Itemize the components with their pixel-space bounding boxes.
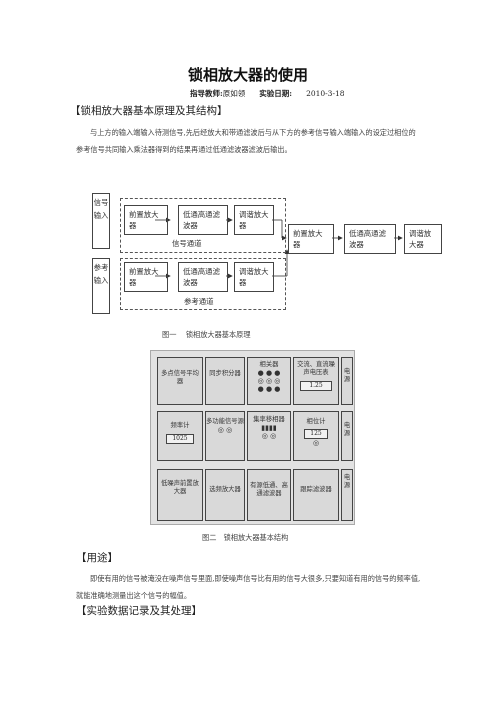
- knob-icon: ● ● ●◎ ◎ ◎● ● ●: [257, 369, 281, 393]
- instrument-panel-image: 多点信号平均器 同步积分器 相关器 ● ● ●◎ ◎ ◎● ● ● 交流、直流噪…: [150, 350, 355, 525]
- section-heading-data: 【实验数据记录及其处理】: [76, 605, 202, 617]
- correlator-label: 相关器: [259, 361, 279, 368]
- section-paragraph-usage: 即使有用的信号被淹没在噪声信号里面,即使噪声信号比有用的信号大很多,只要知道有用…: [76, 574, 421, 600]
- switch-icon: ▮▮▮▮◎ ◎: [261, 424, 277, 440]
- frequency-meter-label: 频率计: [170, 422, 190, 429]
- signal-input-box: 信号输入: [92, 193, 110, 249]
- reference-input-box: 参考输入: [92, 258, 110, 314]
- figure-2-caption: 图二 锁相放大器基本结构: [202, 533, 289, 542]
- meta-line: 指导教师:原如领 实验日期: 2010-3-18: [190, 88, 345, 99]
- section-paragraph-principle: 与上方的输入端输入待测信号,先后经放大和带通滤波后与从下方的参考信号输入端输入的…: [76, 128, 416, 154]
- phase-meter-label: 相位计: [306, 418, 326, 425]
- post-filter-box: 低通高通滤波器: [344, 224, 396, 254]
- reference-filter-box: 低通高通滤波器: [178, 262, 228, 292]
- noise-voltmeter: 交流、直流噪声电压表 1.25: [293, 357, 339, 405]
- power-label-row2: 电源: [341, 411, 353, 461]
- phase-shifter: 集率移相器 ▮▮▮▮◎ ◎: [247, 411, 291, 461]
- noise-voltmeter-label: 交流、直流噪声电压表: [297, 361, 335, 376]
- section-heading-usage: 【用途】: [76, 552, 118, 564]
- tracking-filter: 跟踪滤波器: [293, 469, 339, 521]
- block-diagram: 信号输入 前置放大器 低通高通滤波器 调谐放大器 信号通道 参考输入 前置放大器…: [92, 188, 442, 318]
- multifunction-source-label: 多功能信号源: [206, 418, 244, 425]
- figure-1-caption: 图一 锁相放大器基本原理: [162, 330, 251, 339]
- phase-meter-display: 125: [304, 429, 328, 439]
- signal-channel-region: [120, 198, 286, 253]
- knob-icon: ◎ ◎: [217, 426, 233, 434]
- reference-tuned-amp-box: 调谐放大器: [234, 262, 274, 292]
- reference-channel-label: 参考通道: [184, 297, 214, 306]
- correlator: 相关器 ● ● ●◎ ◎ ◎● ● ●: [247, 357, 291, 405]
- signal-preamp-box: 前置放大器: [124, 205, 168, 235]
- sync-integrator: 同步积分器: [205, 357, 245, 405]
- date-label: 实验日期:: [259, 89, 293, 98]
- noise-voltmeter-display: 1.25: [300, 381, 332, 391]
- signal-channel-label: 信号通道: [172, 239, 202, 248]
- selective-amplifier: 选频放大器: [205, 469, 245, 521]
- power-label-row1: 电源: [341, 357, 353, 405]
- signal-tuned-amp-box: 调谐放大器: [234, 205, 274, 235]
- post-preamp-box: 前置放大器: [288, 224, 334, 254]
- signal-filter-box: 低通高通滤波器: [178, 205, 228, 235]
- instructor-label: 指导教师:: [190, 89, 223, 98]
- page-title: 锁相放大器的使用: [187, 66, 308, 84]
- post-tuned-amp-box: 调谐放大器: [404, 224, 442, 254]
- frequency-meter-display: 1025: [166, 434, 194, 444]
- frequency-meter: 频率计 1025: [157, 411, 203, 461]
- date-value: 2010-3-18: [306, 89, 345, 98]
- multipoint-averager: 多点信号平均器: [157, 357, 203, 405]
- section-heading-principle: 【锁相放大器基本原理及其结构】: [70, 105, 228, 117]
- knob-icon: ◎: [312, 439, 320, 447]
- phase-shifter-label: 集率移相器: [253, 416, 285, 423]
- instructor-name: 原如领: [222, 89, 246, 98]
- reference-preamp-box: 前置放大器: [124, 262, 168, 292]
- active-filter: 有源低通、高通滤波器: [247, 469, 291, 521]
- low-noise-preamp: 低噪声前置放大器: [157, 469, 203, 521]
- reference-channel-region: [120, 258, 286, 310]
- multifunction-source: 多功能信号源 ◎ ◎: [205, 411, 245, 461]
- power-label-row3: 电源: [341, 469, 353, 521]
- phase-meter: 相位计 125 ◎: [293, 411, 339, 461]
